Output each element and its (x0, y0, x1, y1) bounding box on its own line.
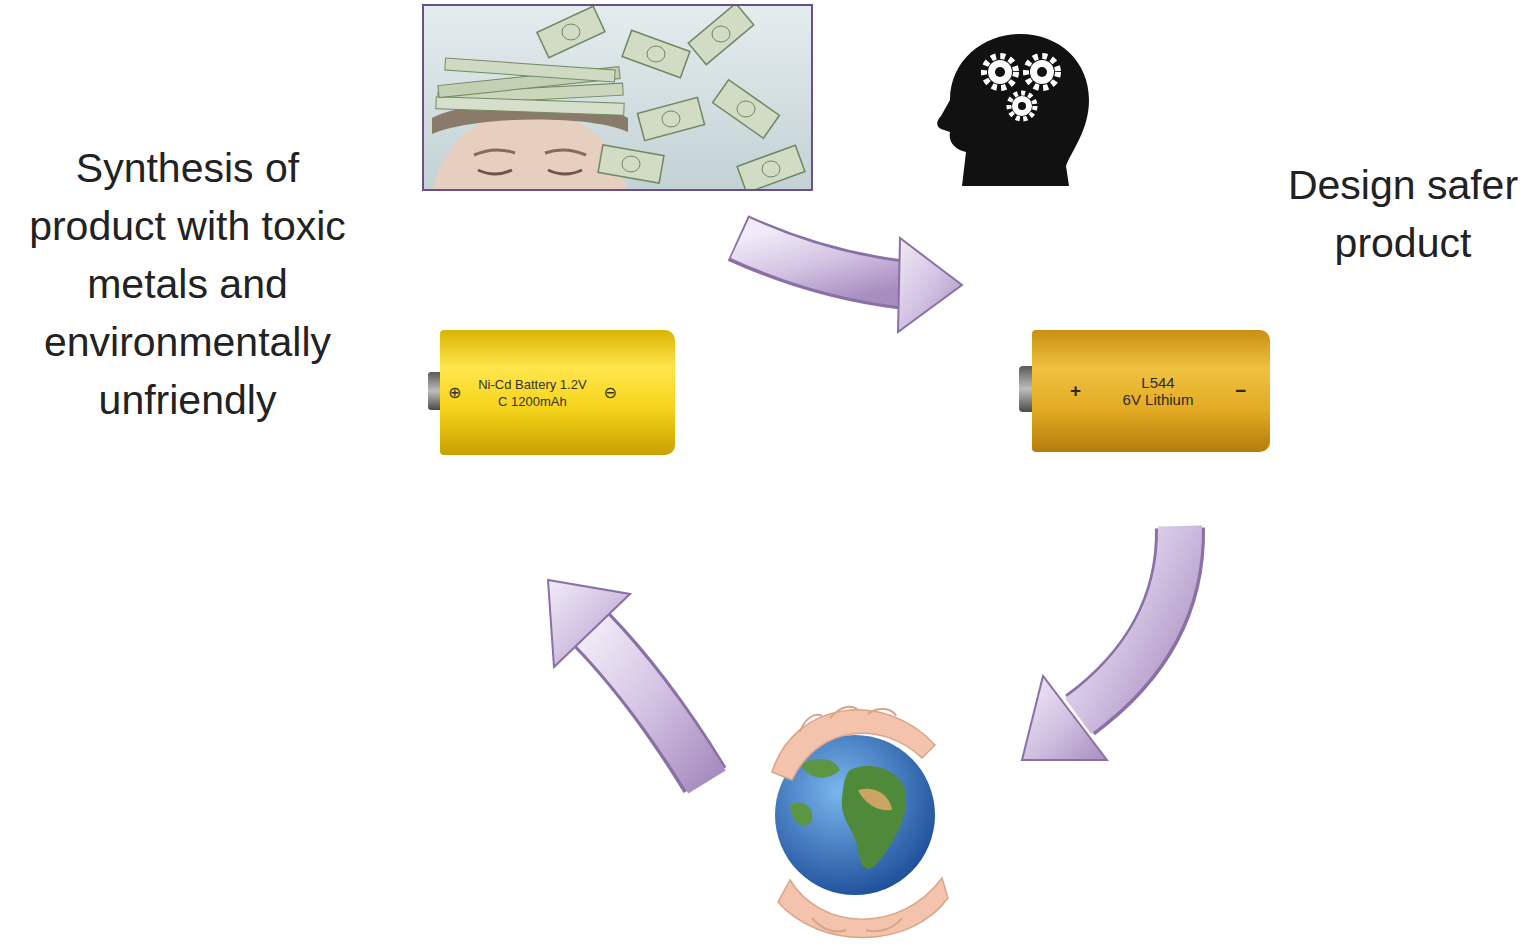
battery-label: Ni-Cd Battery 1.2V C 1200mAh (475, 376, 589, 410)
terminal-sign: ⊕ (448, 384, 461, 402)
side-caption: Synthesis of product with toxic metals a… (20, 139, 355, 429)
globe-in-hands (772, 707, 948, 938)
terminal-sign: ⊖ (603, 384, 616, 402)
text-group: L5446V Lithium (1123, 374, 1194, 408)
text-group: ⊖ (603, 384, 616, 402)
text-group: − (1235, 381, 1246, 401)
text-group: Ni-Cd Battery 1.2V C 1200mAh (475, 376, 589, 410)
thinking-head-icon (937, 34, 1089, 186)
cycle-arrow (1022, 526, 1180, 760)
text-group: + (1070, 381, 1081, 401)
battery-label: L544 (1141, 374, 1174, 391)
side-caption: Design safer product (1285, 156, 1521, 272)
battery-label: 6V Lithium (1123, 391, 1194, 408)
text-group: ⊕ (448, 384, 461, 402)
terminal-sign: − (1235, 381, 1246, 401)
battery-body: ⊕ Ni-Cd Battery 1.2V C 1200mAh ⊖ (440, 330, 675, 455)
battery-body: + L5446V Lithium − (1032, 330, 1270, 452)
cycle-arrow (548, 580, 707, 782)
terminal-sign: + (1070, 381, 1081, 401)
cycle-arrow (738, 238, 962, 332)
